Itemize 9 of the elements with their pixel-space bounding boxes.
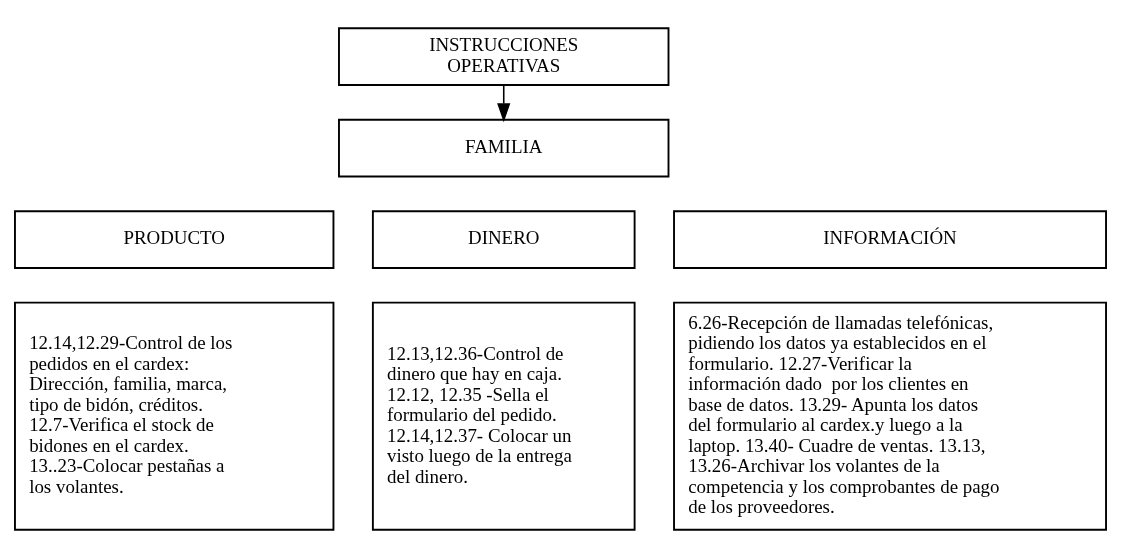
node-box: INFORMACIÓN [673,209,1107,269]
node-box: INSTRUCCIONES OPERATIVAS [338,26,670,86]
node-box: 12.14,12.29-Control de los pedidos en el cardex: Dirección, familia, marca, tipo de bidón, créditos. 12.7-Verifica el stock de bidones en el cardex. 13..23-Colocar pestañas a los volantes. [14,301,335,531]
node-box: 6.26-Recepción de llamadas telefónicas, pidiendo los datos ya establecidos en el formulario. 12.27-Verificar la información dado por los clientes en base de datos. 13.29- Apunta los datos del formulario al cardex.y luego a la laptop. 13.40- Cuadre de ventas. 13.13, 13.26-Archivar los volantes de la competencia y los comprobantes de pago de los proveedores. [673,301,1107,531]
node-box: PRODUCTO [14,209,335,269]
node-box: DINERO [371,209,636,269]
node-box: 12.13,12.36-Control de dinero que hay en caja. 12.12, 12.35 -Sella el formulario del pedido. 12.14,12.37- Colocar un visto luego de la entrega del dinero. [371,301,636,531]
arrow [497,83,511,122]
node-box: FAMILIA [338,118,670,177]
